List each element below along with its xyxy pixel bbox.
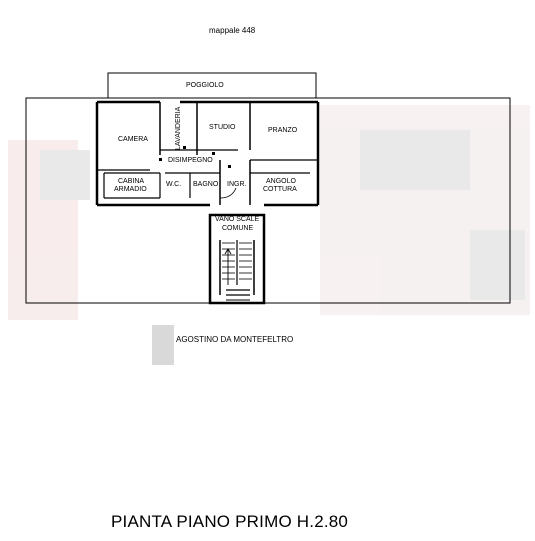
room-label-angolo-2: COTTURA (263, 186, 297, 193)
redacted-street-mark (152, 325, 174, 365)
room-label-lavanderia: LAVANDERIA (175, 106, 182, 150)
plan-title: PIANTA PIANO PRIMO H.2.80 (111, 512, 349, 531)
street-label: AGOSTINO DA MONTEFELTRO (176, 335, 294, 344)
building-outline (25, 97, 511, 304)
redacted-right-area (320, 105, 530, 315)
room-label-bagno: BAGNO (193, 181, 219, 188)
room-label-wc: W.C. (166, 181, 182, 188)
room-label-ingresso: INGR. (227, 181, 247, 188)
stair-label-1: VANO SCALE (215, 216, 260, 223)
room-label-camera: CAMERA (118, 136, 148, 143)
door-markers (159, 146, 231, 168)
apartment-walls (95, 100, 320, 207)
room-label-studio: STUDIO (209, 124, 236, 131)
room-label-pranzo: PRANZO (268, 127, 298, 134)
parcel-label: mappale 448 (209, 26, 256, 35)
room-label-angolo-1: ANGOLO (266, 178, 296, 185)
stair-label-2: COMUNE (222, 225, 254, 232)
room-label-disimpegno: DISIMPEGNO (168, 157, 213, 164)
balcony-label: POGGIOLO (186, 82, 224, 89)
room-label-cabina-2: ARMADIO (114, 186, 147, 193)
redacted-left-area (8, 140, 90, 320)
staircase (208, 213, 266, 305)
room-label-cabina-1: CABINA (118, 178, 145, 185)
